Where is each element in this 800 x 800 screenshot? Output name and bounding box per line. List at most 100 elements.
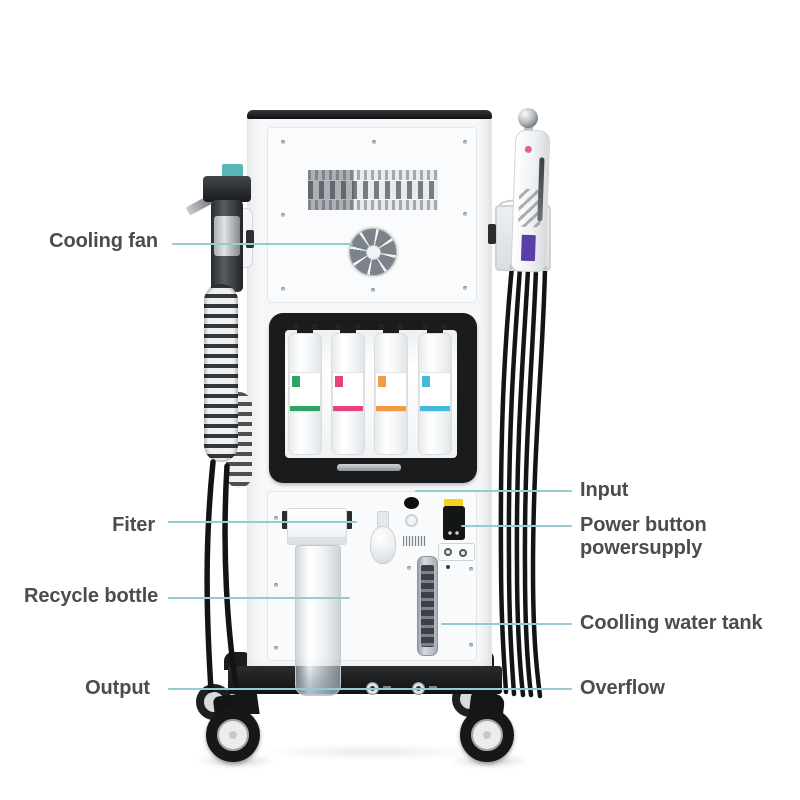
handpiece-label	[520, 234, 536, 262]
bottle-label	[333, 373, 363, 411]
label-chip	[378, 376, 386, 387]
cooling-fan-hub	[366, 245, 381, 260]
bottle-fitting	[379, 324, 384, 329]
leader-line-power-button	[461, 525, 572, 527]
bottle-cap	[427, 327, 443, 335]
vent-shading	[308, 170, 354, 210]
spray-gun-mount	[246, 230, 254, 248]
screw	[281, 213, 285, 217]
leader-line-input	[415, 490, 572, 492]
filter-bracket	[346, 511, 352, 529]
power-button	[443, 506, 465, 540]
serum-bottle-1	[288, 324, 322, 455]
window-handle	[337, 464, 401, 471]
label-chip	[335, 376, 343, 387]
label-cooling-water-tank: Coolling water tank	[580, 612, 763, 634]
bottle-fitting	[442, 324, 447, 329]
leader-line-filter	[168, 521, 357, 523]
screw	[281, 140, 285, 144]
spray-gun-head	[203, 176, 251, 202]
screw	[372, 140, 376, 144]
label-chip	[422, 376, 430, 387]
bottle-label	[376, 373, 406, 411]
water-level-graduations	[421, 565, 434, 647]
vent-row	[308, 200, 438, 210]
screw	[407, 566, 411, 570]
vent-row	[308, 181, 438, 199]
cooling-fan-vent	[347, 226, 399, 278]
bottle-cap	[297, 327, 313, 335]
filter-bracket	[282, 511, 288, 529]
handpiece-logo-dot	[524, 145, 532, 154]
leader-line-output-overflow	[168, 688, 572, 690]
label-stripe	[333, 406, 363, 411]
label-filter: Fiter	[112, 514, 155, 536]
warning-sticker	[444, 499, 463, 507]
serum-bottle-4	[418, 324, 452, 455]
bottle-label	[290, 373, 320, 411]
vent-row	[308, 170, 438, 180]
bottle-fitting	[312, 324, 317, 329]
screw	[274, 646, 278, 650]
label-cooling-fan: Cooling fan	[49, 230, 158, 252]
handpiece-grooves	[518, 188, 542, 228]
bottle-cap	[383, 327, 399, 335]
coiled-hose	[204, 284, 238, 462]
cabinet-top-trim	[247, 110, 492, 119]
leader-line-cooling-fan	[172, 243, 353, 245]
power-switch-markings	[447, 529, 461, 537]
label-stripe	[376, 406, 406, 411]
handpiece	[510, 129, 551, 273]
label-power-button: Power button powersupply	[580, 514, 707, 560]
vent-grille	[308, 170, 438, 210]
handpiece-mount	[488, 224, 496, 244]
filter-housing-cap	[287, 508, 347, 545]
filter-funnel	[370, 526, 396, 564]
power-socket	[444, 548, 452, 556]
screw	[446, 565, 450, 569]
input-fitting	[405, 514, 418, 527]
caster-wheel-front-right	[460, 708, 514, 762]
bottle-fitting	[355, 324, 360, 329]
upper-back-panel	[267, 127, 477, 303]
input-port	[404, 497, 419, 509]
bottle-fitting	[398, 324, 403, 329]
screw	[463, 212, 467, 216]
label-stripe	[420, 406, 450, 411]
screw	[469, 567, 473, 571]
caster-wheel-front-left	[206, 708, 260, 762]
screw	[274, 516, 278, 520]
spray-gun-barrel	[214, 216, 240, 256]
leader-line-water-tank	[441, 623, 572, 625]
label-stripe	[290, 406, 320, 411]
label-chip	[292, 376, 300, 387]
screw	[463, 286, 467, 290]
label-power-button-line2: powersupply	[580, 537, 703, 559]
screw	[463, 140, 467, 144]
base-shadow	[256, 744, 486, 760]
bottle-label	[420, 373, 450, 411]
recycle-bottle	[295, 545, 341, 696]
serum-bottle-3	[374, 324, 408, 455]
spray-gun-cap	[222, 164, 243, 177]
power-socket	[459, 549, 467, 557]
barcode-label	[403, 536, 426, 546]
screw	[281, 287, 285, 291]
leader-line-recycle-bottle	[168, 597, 350, 599]
label-input: Input	[580, 479, 629, 501]
label-output: Output	[85, 677, 150, 699]
bottle-fitting	[293, 324, 298, 329]
screw	[371, 288, 375, 292]
handpiece-ball-tip	[518, 108, 538, 128]
label-overflow: Overflow	[580, 677, 665, 699]
screw	[274, 583, 278, 587]
screw	[469, 643, 473, 647]
bottle-cap	[340, 327, 356, 335]
bottle-fitting	[336, 324, 341, 329]
label-recycle-bottle: Recycle bottle	[24, 585, 159, 607]
power-supply-plate	[438, 543, 475, 561]
label-power-button-line1: Power button	[580, 514, 707, 536]
serum-bottle-2	[331, 324, 365, 455]
